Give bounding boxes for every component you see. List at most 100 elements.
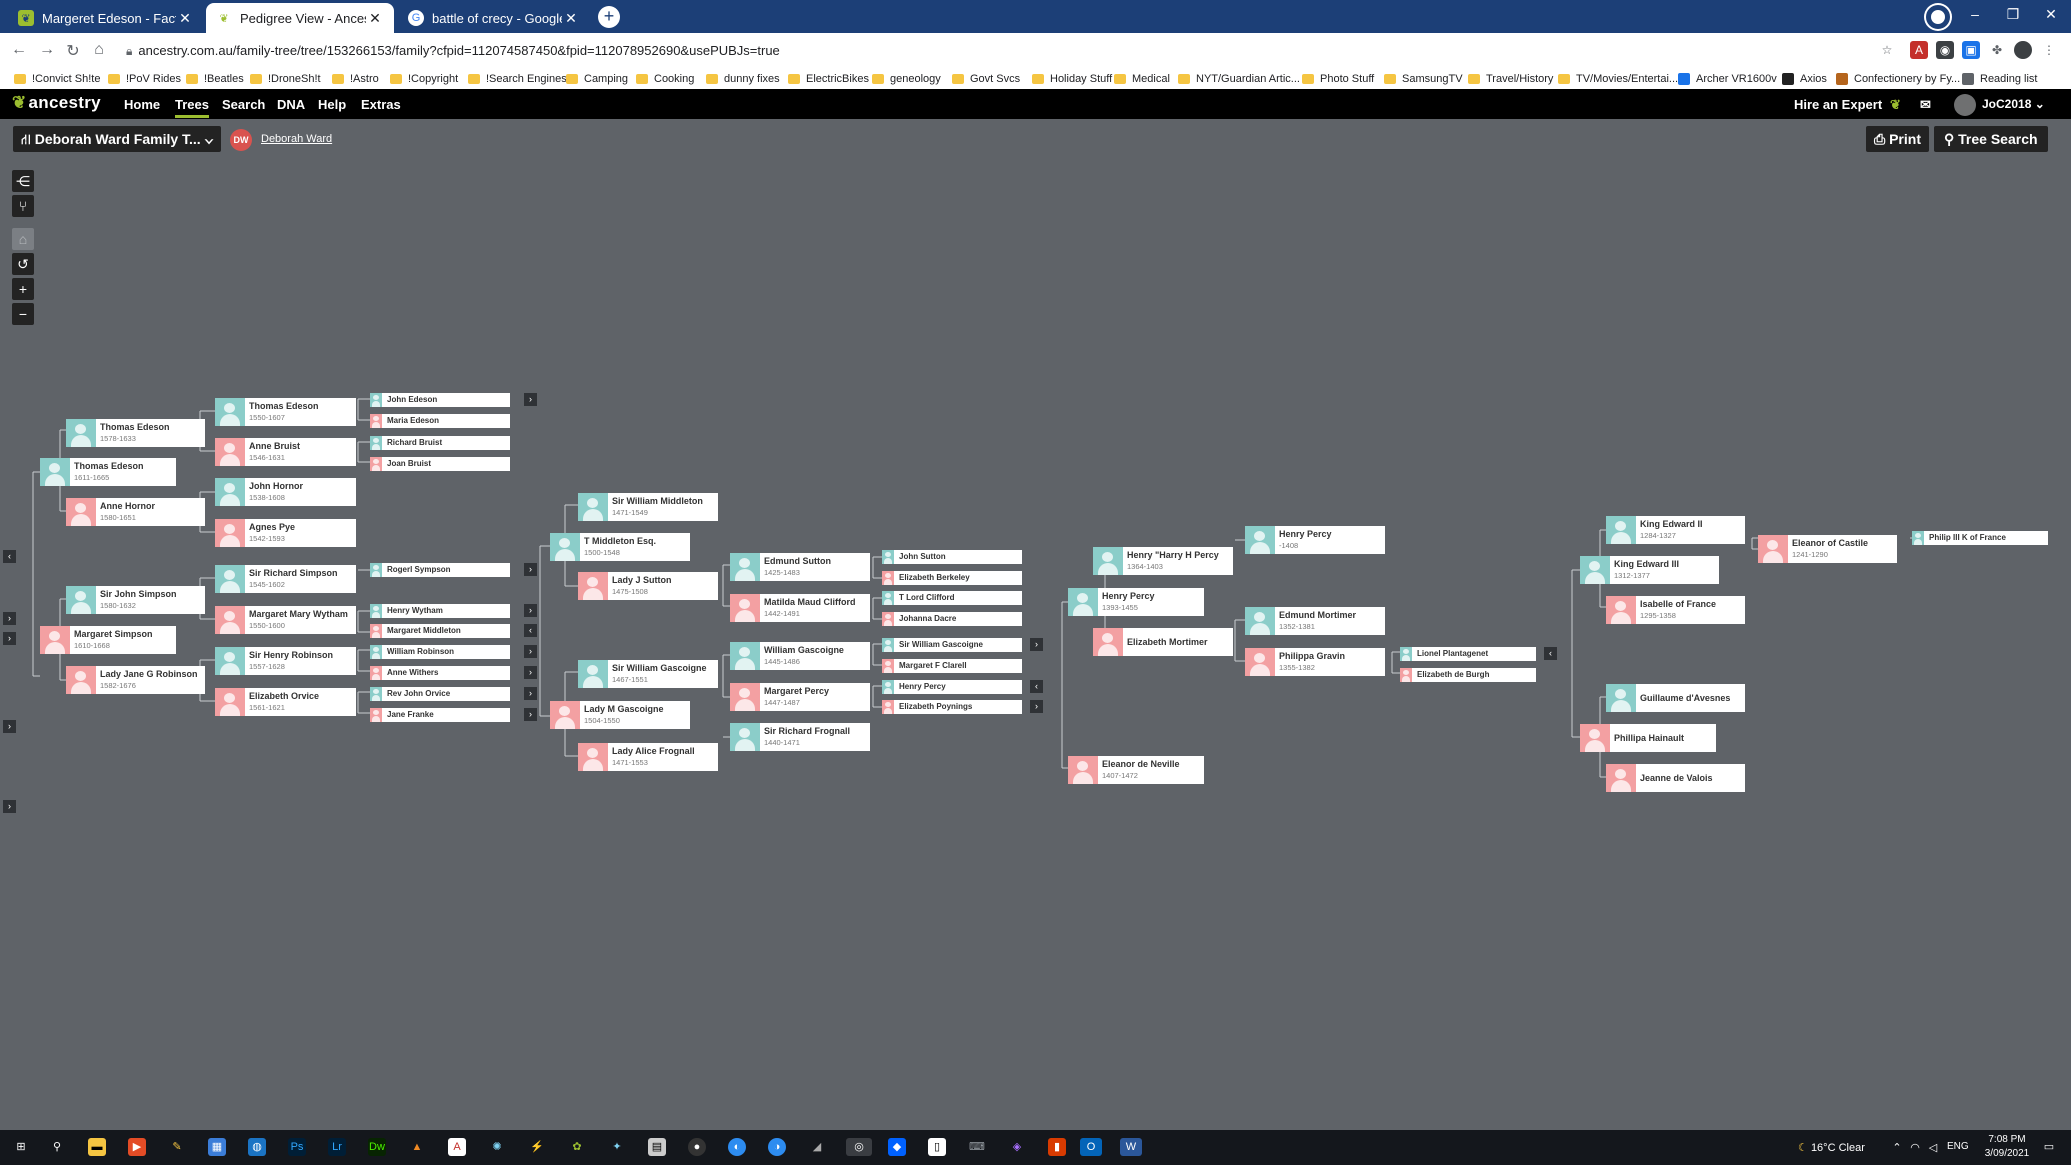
person-card[interactable]: Johanna Dacre: [882, 612, 1022, 626]
print-button[interactable]: ⎙ Print: [1866, 126, 1929, 152]
bookmark-item[interactable]: Medical: [1114, 73, 1170, 85]
collapse-icon[interactable]: ‹: [524, 624, 537, 637]
app-icon[interactable]: ⌨: [969, 1141, 985, 1153]
app-icon[interactable]: ◢: [812, 1141, 822, 1153]
close-icon[interactable]: ✕: [565, 9, 577, 26]
search-icon[interactable]: ⚲: [52, 1141, 62, 1153]
collapse-icon[interactable]: ‹: [1544, 647, 1557, 660]
bookmark-item[interactable]: !Beatles: [186, 73, 244, 85]
family-view-icon[interactable]: ⑂: [12, 195, 34, 217]
person-card[interactable]: Henry Percy-1408: [1245, 526, 1385, 554]
expand-ancestors-icon[interactable]: ›: [524, 393, 537, 406]
volume-icon[interactable]: ◁: [1928, 1142, 1938, 1154]
person-card[interactable]: Margaret Middleton: [370, 624, 510, 638]
bookmark-item[interactable]: Travel/History: [1468, 73, 1553, 85]
app-icon[interactable]: ◑: [768, 1138, 786, 1156]
person-card[interactable]: Lionel Plantagenet: [1400, 647, 1536, 661]
app-icon[interactable]: ●: [688, 1138, 706, 1156]
app-icon[interactable]: ▦: [208, 1138, 226, 1156]
person-card[interactable]: Philip III K of France: [1912, 531, 2048, 545]
bookmark-item[interactable]: NYT/Guardian Artic...: [1178, 73, 1300, 85]
bookmark-item[interactable]: Govt Svcs: [952, 73, 1020, 85]
pdf-extension-icon[interactable]: A: [1910, 41, 1928, 59]
bookmark-item[interactable]: !Convict Sh!te: [14, 73, 100, 85]
window-close-icon[interactable]: ✕: [2045, 6, 2057, 22]
home-icon[interactable]: ⌂: [12, 228, 34, 250]
nav-trees[interactable]: Trees: [175, 97, 209, 118]
person-card[interactable]: John Sutton: [882, 550, 1022, 564]
weather-widget[interactable]: ☾ 16°C Clear: [1798, 1141, 1865, 1154]
lightroom-icon[interactable]: Lr: [328, 1138, 346, 1156]
tree-search-button[interactable]: ⚲ Tree Search: [1934, 126, 2048, 152]
chevron-right-icon[interactable]: ›: [3, 632, 16, 645]
bookmark-item[interactable]: Confectionery by Fy...: [1836, 73, 1960, 85]
app-icon[interactable]: ▶: [128, 1138, 146, 1156]
person-card[interactable]: Margaret F Clarell: [882, 659, 1022, 673]
chevron-left-icon[interactable]: ‹: [3, 550, 16, 563]
tray-chevron-icon[interactable]: ⌃: [1892, 1142, 1902, 1154]
office-icon[interactable]: ▮: [1048, 1138, 1066, 1156]
bookmark-item[interactable]: SamsungTV: [1384, 73, 1463, 85]
bookmark-item[interactable]: !DroneSh!t: [250, 73, 321, 85]
home-icon[interactable]: ⌂: [94, 41, 104, 58]
person-card[interactable]: Rev John Orvice: [370, 687, 510, 701]
outlook-icon[interactable]: O: [1080, 1138, 1102, 1156]
app-icon[interactable]: ✦: [612, 1141, 622, 1153]
app-icon[interactable]: ▤: [648, 1138, 666, 1156]
collapse-icon[interactable]: ‹: [1030, 680, 1043, 693]
chrome-icon[interactable]: ◎: [846, 1138, 872, 1156]
app-icon[interactable]: ◍: [248, 1138, 266, 1156]
bookmark-item[interactable]: ElectricBikes: [788, 73, 869, 85]
forward-icon[interactable]: →: [39, 41, 55, 58]
bookmark-item[interactable]: !Astro: [332, 73, 379, 85]
person-card[interactable]: Anne Withers: [370, 666, 510, 680]
menu-icon[interactable]: ⋮: [2043, 43, 2055, 57]
nav-extras[interactable]: Extras: [361, 97, 401, 112]
person-card[interactable]: Guillaume d'Avesnes: [1606, 684, 1745, 712]
clock-time[interactable]: 7:08 PM: [1988, 1134, 2026, 1145]
close-icon[interactable]: ✕: [369, 9, 381, 26]
nav-help[interactable]: Help: [318, 97, 347, 112]
user-menu[interactable]: JoC2018 ⌄: [1982, 97, 2045, 111]
bookmark-item[interactable]: Holiday Stuff: [1032, 73, 1112, 85]
person-card[interactable]: Henry Wytham: [370, 604, 510, 618]
expand-ancestors-icon[interactable]: ›: [524, 666, 537, 679]
person-card[interactable]: John Edeson: [370, 393, 510, 407]
back-icon[interactable]: ←: [11, 41, 27, 58]
person-card[interactable]: T Lord Clifford: [882, 591, 1022, 605]
avatar[interactable]: [1954, 94, 1976, 116]
network-icon[interactable]: ◠: [1910, 1142, 1920, 1154]
app-icon[interactable]: ◐: [728, 1138, 746, 1156]
close-icon[interactable]: ✕: [179, 9, 191, 26]
tree-selector[interactable]: ⛙ Deborah Ward Family T... ⌄: [13, 126, 222, 152]
notifications-icon[interactable]: ▭: [2043, 1141, 2055, 1153]
bookmark-item[interactable]: Photo Stuff: [1302, 73, 1374, 85]
photoshop-icon[interactable]: Ps: [288, 1138, 306, 1156]
expand-ancestors-icon[interactable]: ›: [1030, 700, 1043, 713]
star-icon[interactable]: ☆: [1881, 43, 1893, 57]
profile-icon[interactable]: [1926, 5, 1950, 29]
avatar[interactable]: [2014, 41, 2032, 59]
vlc-icon[interactable]: ▲: [411, 1141, 423, 1153]
app-icon[interactable]: ✺: [492, 1141, 502, 1153]
